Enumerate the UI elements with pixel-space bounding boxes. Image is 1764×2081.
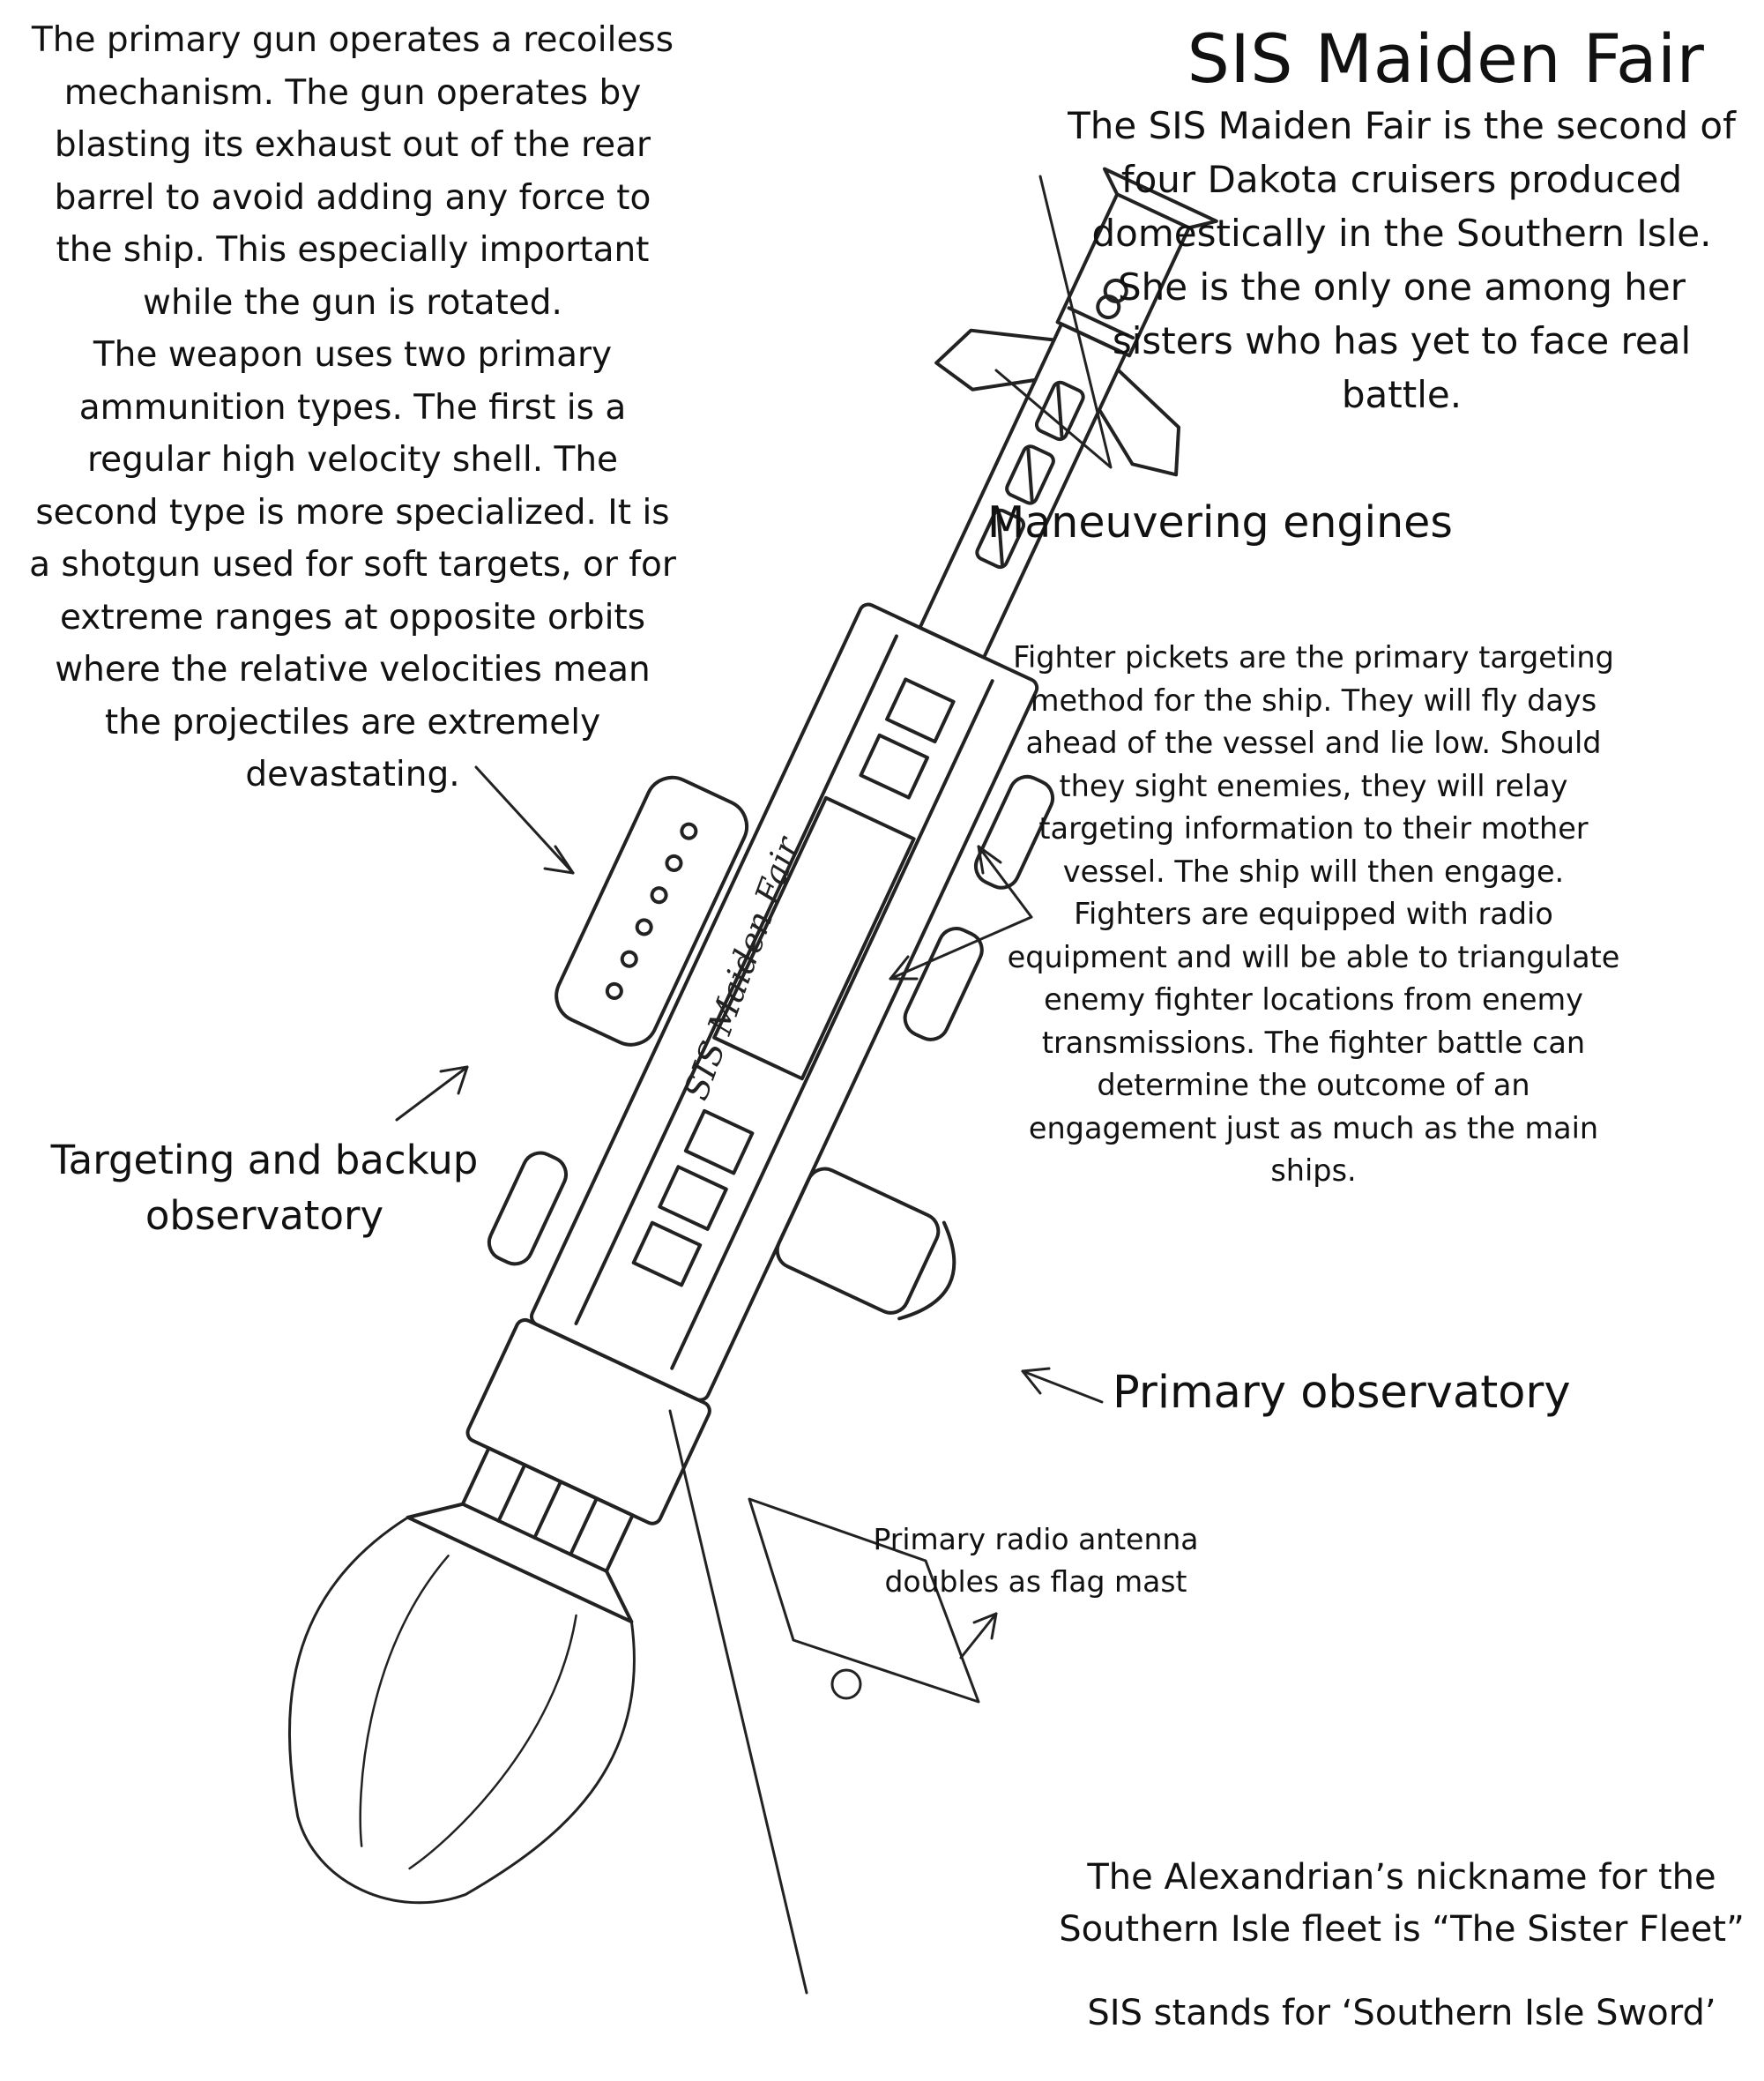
hull-lettering: SIS Maiden Fair [676, 830, 808, 1105]
flag-emblem [830, 1668, 862, 1700]
antenna-label: Primary radio antenna doubles as flag ma… [873, 1522, 1199, 1599]
fighter-pickets-paragraph: Fighter pickets are the primary targetin… [1007, 640, 1620, 1188]
flag [748, 1497, 980, 1704]
maneuvering-engines-label: Maneuvering engines [987, 497, 1453, 548]
ship-hull [288, 167, 1218, 1905]
sis-meaning-note: SIS stands for ‘Southern Isle Sword’ [1087, 1993, 1716, 2033]
targeting-observatory-label: Targeting and backup observatory [50, 1137, 479, 1239]
primary-observatory-label: Primary observatory [1113, 1367, 1571, 1419]
gun-description: The primary gun operates a recoiless mec… [29, 20, 676, 794]
callout-arrows [395, 175, 1113, 1660]
page-title: SIS Maiden Fair [1187, 19, 1705, 98]
intro-paragraph: The SIS Maiden Fair is the second of fou… [1068, 104, 1736, 416]
nickname-note: The Alexandrian’s nickname for the South… [1059, 1857, 1745, 1950]
antenna-mast [668, 1409, 808, 1995]
